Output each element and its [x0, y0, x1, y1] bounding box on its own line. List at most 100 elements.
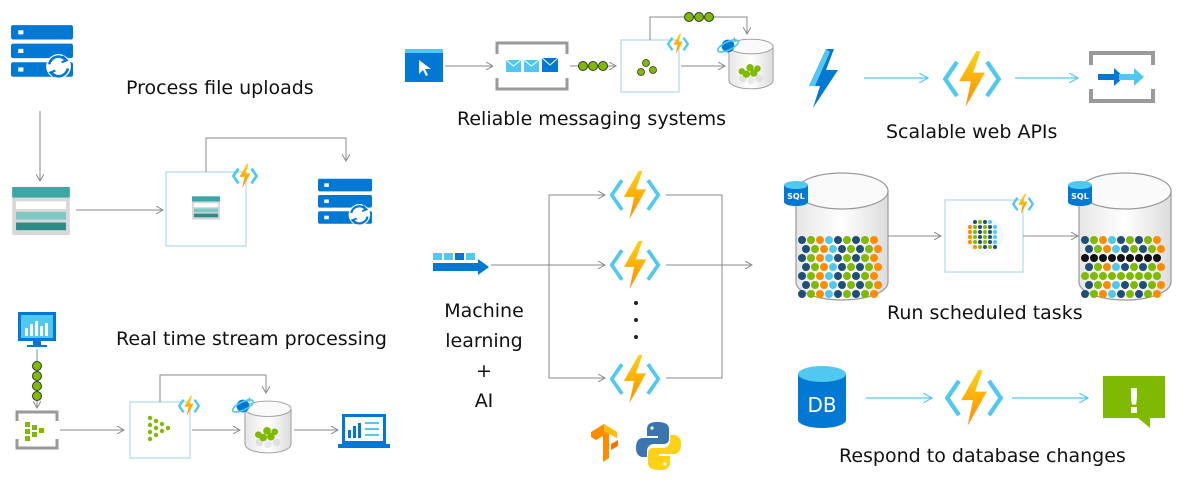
- ml-scenario: [433, 169, 752, 470]
- data-dot: [874, 245, 882, 253]
- data-dot: [983, 240, 987, 244]
- data-dot: [1112, 263, 1120, 271]
- data-dot: [1090, 272, 1098, 280]
- data-dot: [834, 236, 842, 244]
- db-changes-scenario: DB !: [798, 366, 1165, 428]
- sql-badge: SQL: [784, 181, 808, 206]
- data-dot: [1121, 263, 1129, 271]
- file-uploads-label: Process file uploads: [126, 77, 314, 99]
- data-dot: [1126, 290, 1134, 298]
- data-dot: [978, 240, 982, 244]
- data-dot: [820, 263, 828, 271]
- data-dot: [973, 240, 977, 244]
- data-dot: [1157, 245, 1165, 253]
- data-dot: [978, 230, 982, 234]
- data-dot: [825, 272, 833, 280]
- data-dot: [870, 254, 878, 262]
- data-dot: [1126, 272, 1134, 280]
- data-dot: [811, 281, 819, 289]
- data-dot: [978, 220, 982, 224]
- dashboard-icon: [338, 414, 390, 448]
- scheduled-scenario: SQL SQL: [784, 172, 1172, 301]
- data-dot: [1139, 245, 1147, 253]
- data-dot: [1139, 263, 1147, 271]
- data-dot: [807, 290, 815, 298]
- data-dot: [838, 281, 846, 289]
- data-dot: [856, 281, 864, 289]
- data-dot: [861, 236, 869, 244]
- data-dot: [1108, 254, 1116, 262]
- data-dot: [973, 235, 977, 239]
- alert-icon: !: [1103, 376, 1165, 428]
- data-dot: [1090, 254, 1098, 262]
- data-dot: [1117, 254, 1125, 262]
- data-dot: [1108, 236, 1116, 244]
- data-dot: [978, 225, 982, 229]
- ml-label-line: learning: [445, 330, 523, 352]
- data-dot: [870, 290, 878, 298]
- data-dot: [1108, 272, 1116, 280]
- data-dot: [983, 230, 987, 234]
- data-dot: [993, 245, 997, 249]
- python-icon: [636, 422, 681, 470]
- data-dot: [825, 254, 833, 262]
- connector: [205, 137, 346, 172]
- data-dot: [811, 245, 819, 253]
- data-dot: [1121, 281, 1129, 289]
- data-dot: [1148, 245, 1156, 253]
- data-dot: [1135, 290, 1143, 298]
- data-dot: [988, 235, 992, 239]
- data-dot: [1126, 254, 1134, 262]
- file-uploads-scenario: [11, 25, 372, 247]
- ml-label-line: Machine: [444, 300, 524, 322]
- data-dot: [1090, 236, 1098, 244]
- queue-dots: [578, 61, 608, 71]
- data-dot: [834, 254, 842, 262]
- data-dot: [1099, 254, 1107, 262]
- data-dot: [874, 281, 882, 289]
- data-dot: [1108, 290, 1116, 298]
- ellipsis-dot: [634, 335, 638, 339]
- data-dot: [1144, 254, 1152, 262]
- data-dot: [861, 254, 869, 262]
- stream-scenario: [13, 312, 390, 459]
- messaging-label: Reliable messaging systems: [457, 108, 727, 130]
- data-dot: [852, 272, 860, 280]
- data-dot: [988, 230, 992, 234]
- data-dot: [983, 220, 987, 224]
- storage-server-icon: [318, 178, 372, 227]
- data-dot: [838, 245, 846, 253]
- database-icon: DB: [798, 366, 846, 428]
- data-dot: [983, 245, 987, 249]
- data-dot: [968, 235, 972, 239]
- data-dot: [1130, 245, 1138, 253]
- data-dot: [1085, 281, 1093, 289]
- data-dot: [988, 220, 992, 224]
- queue-dots: [32, 361, 42, 401]
- data-dot: [825, 236, 833, 244]
- data-dot: [1126, 236, 1134, 244]
- storage-table-icon: [12, 187, 70, 235]
- data-dot: [816, 236, 824, 244]
- azure-function-icon: [609, 353, 661, 405]
- data-dot: [1090, 290, 1098, 298]
- data-dot: [874, 263, 882, 271]
- data-dot: [870, 236, 878, 244]
- data-dot: [1153, 272, 1161, 280]
- svg-text:DB: DB: [807, 393, 836, 417]
- data-dot: [1099, 272, 1107, 280]
- data-dot: [983, 225, 987, 229]
- data-processing-icon: [965, 217, 1003, 255]
- monitor-icon: [18, 312, 56, 347]
- data-dot: [1099, 236, 1107, 244]
- data-dot: [852, 254, 860, 262]
- data-dot: [973, 230, 977, 234]
- data-dot: [968, 240, 972, 244]
- data-dot: [1157, 281, 1165, 289]
- data-dot: [798, 290, 806, 298]
- lightning-icon: [809, 49, 838, 108]
- ellipsis-dot: [634, 301, 638, 305]
- data-dot: [798, 254, 806, 262]
- sql-badge: SQL: [1068, 181, 1092, 206]
- data-dot: [852, 290, 860, 298]
